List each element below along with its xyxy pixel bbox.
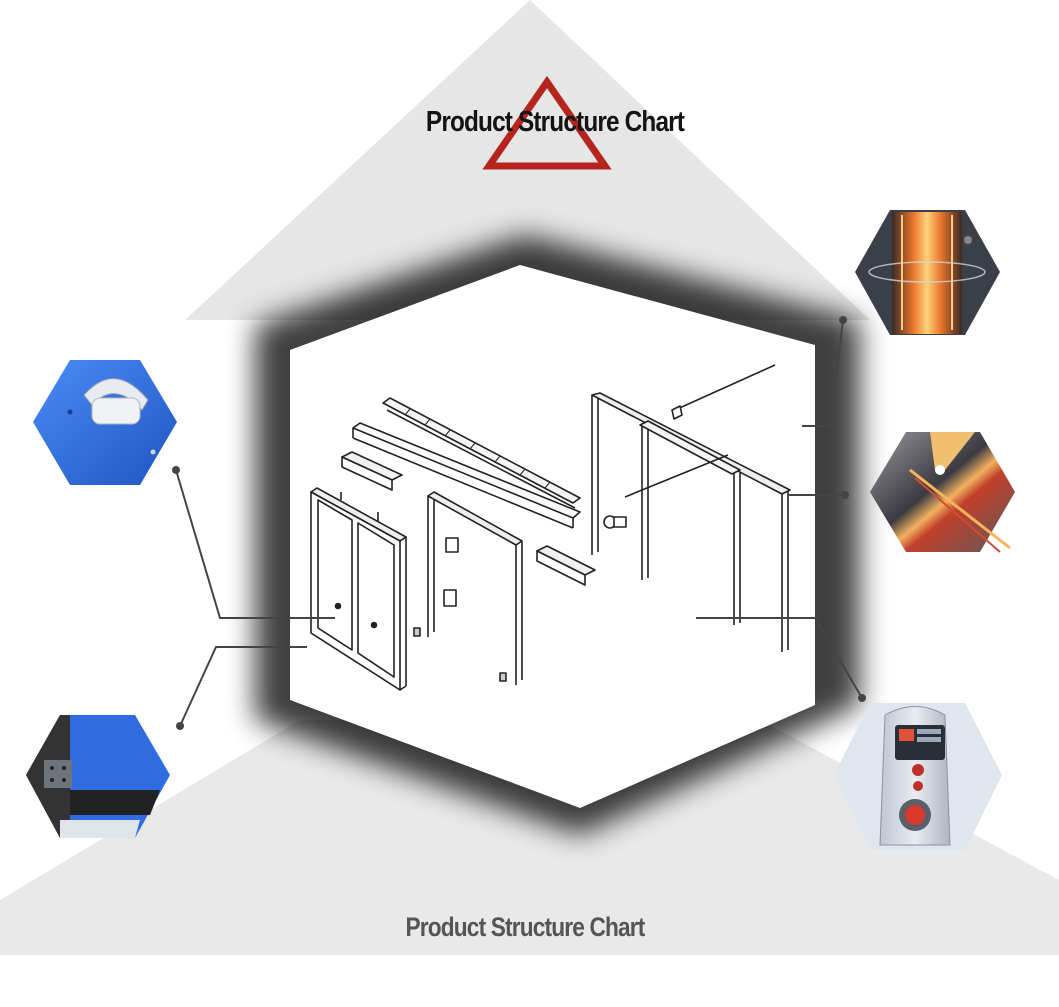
callout-dots xyxy=(172,316,866,730)
page-title: Product Structure Chart xyxy=(425,106,685,138)
exploded-door-parts xyxy=(310,364,791,691)
led-track-icon xyxy=(870,432,1015,553)
heating-tube-icon xyxy=(855,210,1000,335)
title-triangle-icon xyxy=(482,75,612,170)
cube-panel xyxy=(290,265,815,808)
door-handle-icon xyxy=(33,360,177,485)
control-panel-icon xyxy=(834,703,1002,850)
footer-title: Product Structure Chart xyxy=(405,912,645,942)
bottom-trapezoid-panel xyxy=(0,720,1059,955)
top-triangle-panel xyxy=(185,0,870,320)
door-seal-icon xyxy=(26,715,170,838)
callout-leader-lines xyxy=(175,319,863,727)
